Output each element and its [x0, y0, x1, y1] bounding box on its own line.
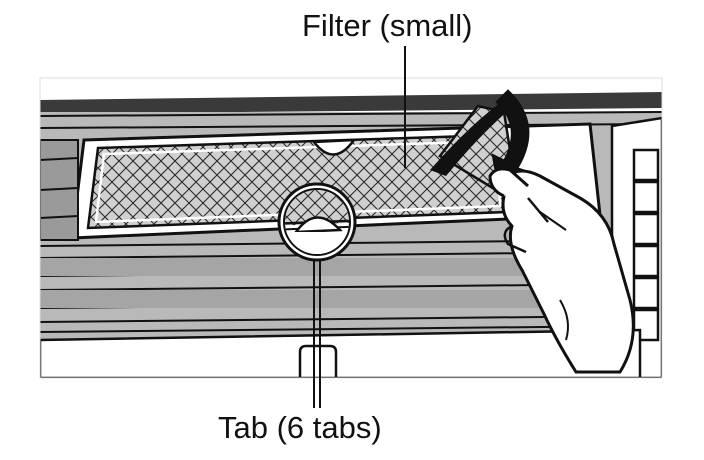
filter-peeled-corner: [438, 104, 512, 192]
tab-callout-label: Tab (6 tabs): [218, 410, 382, 445]
housing-band: [40, 258, 640, 276]
left-side-slots: [40, 139, 79, 241]
filter-callout-label: Filter (small): [302, 8, 473, 43]
filter-tab-top: [311, 138, 357, 156]
unit-outline: [39, 77, 663, 379]
curved-arrow-tail: [430, 96, 516, 176]
unit-bottom-panel: [40, 328, 642, 378]
housing-band-lower: [40, 290, 640, 308]
right-side-panel: [610, 116, 662, 378]
hand-icon: [488, 167, 635, 374]
callout-circle-icon: [277, 182, 357, 262]
bottom-slot: [298, 344, 338, 378]
